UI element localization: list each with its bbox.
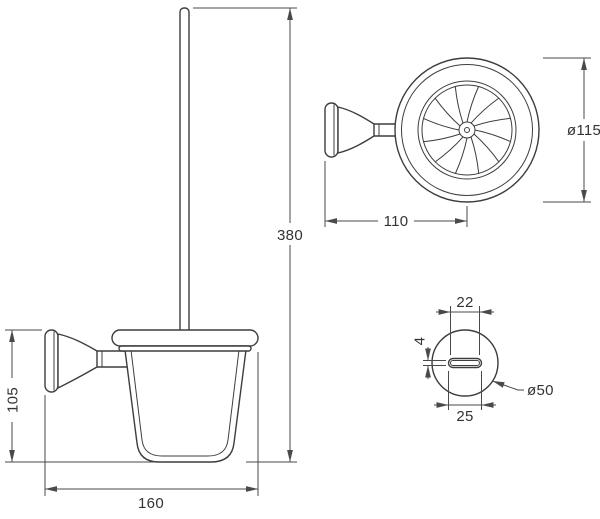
holder-rim xyxy=(111,329,259,347)
fan-blade xyxy=(470,136,480,174)
wall-flange xyxy=(324,102,339,158)
bracket-stem xyxy=(373,123,397,137)
dim-cup-diameter: ø115 xyxy=(543,57,600,203)
fan-blade xyxy=(423,133,461,143)
front-view: 380 105 160 xyxy=(3,7,307,512)
dim-slot-width: 4 xyxy=(411,337,446,379)
fan-blade xyxy=(473,117,511,127)
fan-blade xyxy=(474,129,511,143)
holder-inner-rim-circle xyxy=(401,64,533,196)
glass-cup-inner-line xyxy=(130,349,240,457)
dim-label-wall-to-center: 110 xyxy=(384,213,409,230)
dim-slot-outer-length: 25 xyxy=(434,371,496,425)
fan-center-dot xyxy=(464,127,470,133)
dim-wall-to-center: 110 xyxy=(324,161,468,231)
dim-plate-diameter: ø50 xyxy=(492,380,554,399)
dim-label-bracket-height: 105 xyxy=(4,387,21,413)
wall-bracket-front xyxy=(44,329,129,393)
fan-blade xyxy=(434,136,464,163)
label-backing xyxy=(3,378,21,422)
fan-blade xyxy=(454,137,468,174)
label-backing xyxy=(273,223,307,245)
leader-arrow xyxy=(492,380,519,391)
fan-blade xyxy=(434,97,461,127)
fan-hub-circle xyxy=(458,121,476,139)
brush-handle xyxy=(179,7,190,341)
dim-slot-length: 22 xyxy=(436,294,494,355)
top-view: ø115 110 xyxy=(324,57,600,231)
label-backing xyxy=(562,119,600,141)
dim-label-total-height: 380 xyxy=(277,227,303,244)
dim-label-slot-width: 4 xyxy=(411,337,428,346)
glass-cup xyxy=(124,349,247,463)
fan-blade xyxy=(466,86,480,123)
label-backing xyxy=(378,211,414,231)
dim-bracket-height: 105 xyxy=(3,329,155,463)
wall-plate-detail-view: 22 4 25 ø50 xyxy=(411,294,554,425)
bracket-bell xyxy=(337,106,375,154)
dim-depth: 160 xyxy=(44,352,259,512)
dim-label-depth: 160 xyxy=(138,495,164,512)
bracket-bell xyxy=(57,333,98,389)
fan-blade xyxy=(470,97,500,124)
mounting-slot-inner xyxy=(450,360,480,366)
dim-total-height: 380 xyxy=(193,7,307,463)
fan-blade xyxy=(473,133,500,163)
holder-rim-lip xyxy=(118,345,252,352)
dim-label-slot-length: 22 xyxy=(456,294,473,311)
dim-label-slot-outer-length: 25 xyxy=(456,408,473,425)
fan-blade xyxy=(423,117,460,131)
fan-pattern xyxy=(423,86,511,174)
dim-label-plate-diameter: ø50 xyxy=(527,382,554,399)
wall-flange xyxy=(44,329,59,393)
mounting-slot-outer xyxy=(447,357,483,369)
cup-opening-circle xyxy=(417,80,517,180)
fan-blade xyxy=(454,86,464,124)
wall-bracket-top xyxy=(324,102,397,158)
fan-ring-circle xyxy=(421,84,513,176)
dim-label-cup-diameter: ø115 xyxy=(567,122,600,139)
holder-outer-circle xyxy=(394,57,540,203)
